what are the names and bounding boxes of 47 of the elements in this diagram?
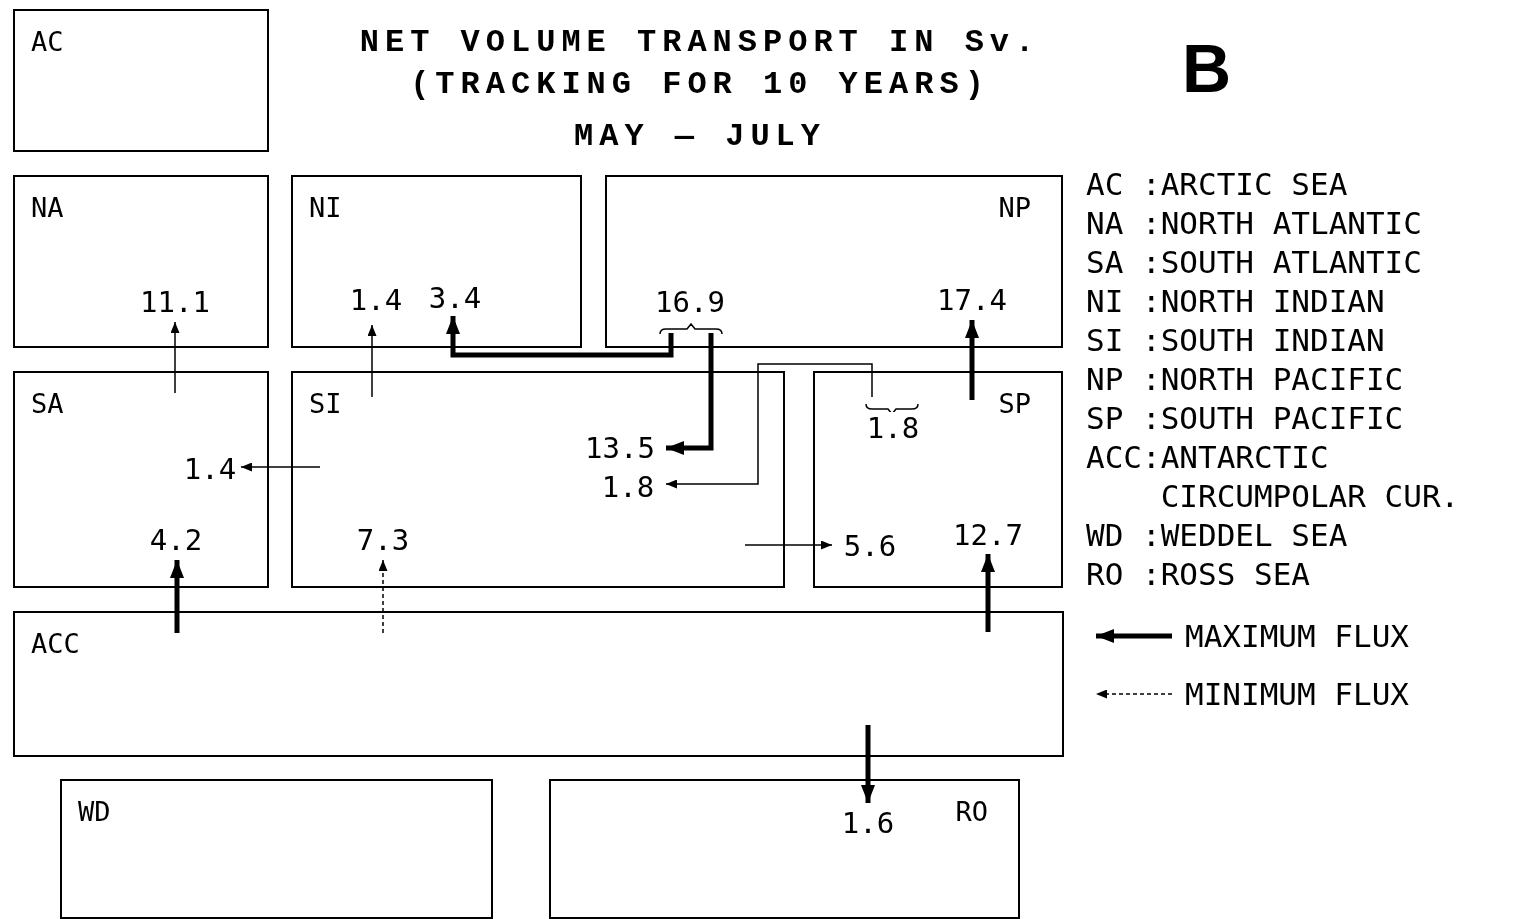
region-box: [13, 611, 1064, 757]
region-code: RO: [955, 797, 988, 827]
region-box: [291, 175, 582, 348]
flux-arrow: [744, 540, 833, 550]
flux-arrow: [367, 324, 377, 398]
period-subtitle: MAY — JULY: [573, 117, 827, 157]
region-box: [13, 175, 269, 348]
region-box: [549, 779, 1020, 919]
flux-arrow: [378, 559, 388, 634]
region-box: [291, 371, 785, 588]
region-code: SI: [309, 389, 342, 419]
region-box: [813, 371, 1063, 588]
region-box: [60, 779, 493, 919]
flux-arrow: [861, 725, 875, 803]
diagram-title: NET VOLUME TRANSPORT IN Sv. (TRACKING FOR 10 YEARS): [358, 23, 1042, 105]
flux-arrow: [665, 363, 873, 489]
region-code: NA: [31, 193, 64, 223]
region-code: ACC: [31, 629, 80, 659]
abbreviation-key: AC :ARCTIC SEA: [1086, 165, 1511, 204]
region-code: SA: [31, 389, 64, 419]
flux-arrow: [240, 462, 321, 472]
region-box: [605, 175, 1063, 348]
abbreviation-key: NA :NORTH ATLANTIC: [1086, 204, 1511, 243]
abbreviation-key: SA :SOUTH ATLANTIC: [1086, 243, 1511, 282]
region-code: NP: [998, 193, 1031, 223]
region-code: AC: [31, 27, 64, 57]
flux-arrow: [981, 554, 995, 632]
flux-arrow: [965, 320, 979, 400]
flux-arrow: [170, 321, 180, 394]
region-code: SP: [998, 389, 1031, 419]
flux-arrow: [446, 316, 674, 358]
region-code: WD: [78, 797, 111, 827]
flux-arrow: [666, 333, 714, 455]
region-box: [13, 371, 269, 588]
legend-label: MAXIMUM FLUX: [1185, 618, 1409, 654]
flux-arrow: [170, 560, 184, 633]
abbreviation-key: SI :SOUTH INDIAN: [1086, 321, 1511, 360]
panel-letter: B: [1182, 30, 1232, 106]
abbreviation-key: NI :NORTH INDIAN: [1086, 282, 1511, 321]
abbreviation-key: RO :ROSS SEA: [1086, 555, 1511, 594]
legend-label: MINIMUM FLUX: [1185, 676, 1409, 712]
abbreviation-key: SP :SOUTH PACIFIC: [1086, 399, 1511, 438]
abbreviation-key: ACC:ANTARCTIC CIRCUMPOLAR CUR.: [1086, 438, 1511, 516]
region-box: [13, 9, 269, 152]
abbreviation-key: WD :WEDDEL SEA: [1086, 516, 1511, 555]
abbreviation-key: NP :NORTH PACIFIC: [1086, 360, 1511, 399]
region-code: NI: [309, 193, 342, 223]
